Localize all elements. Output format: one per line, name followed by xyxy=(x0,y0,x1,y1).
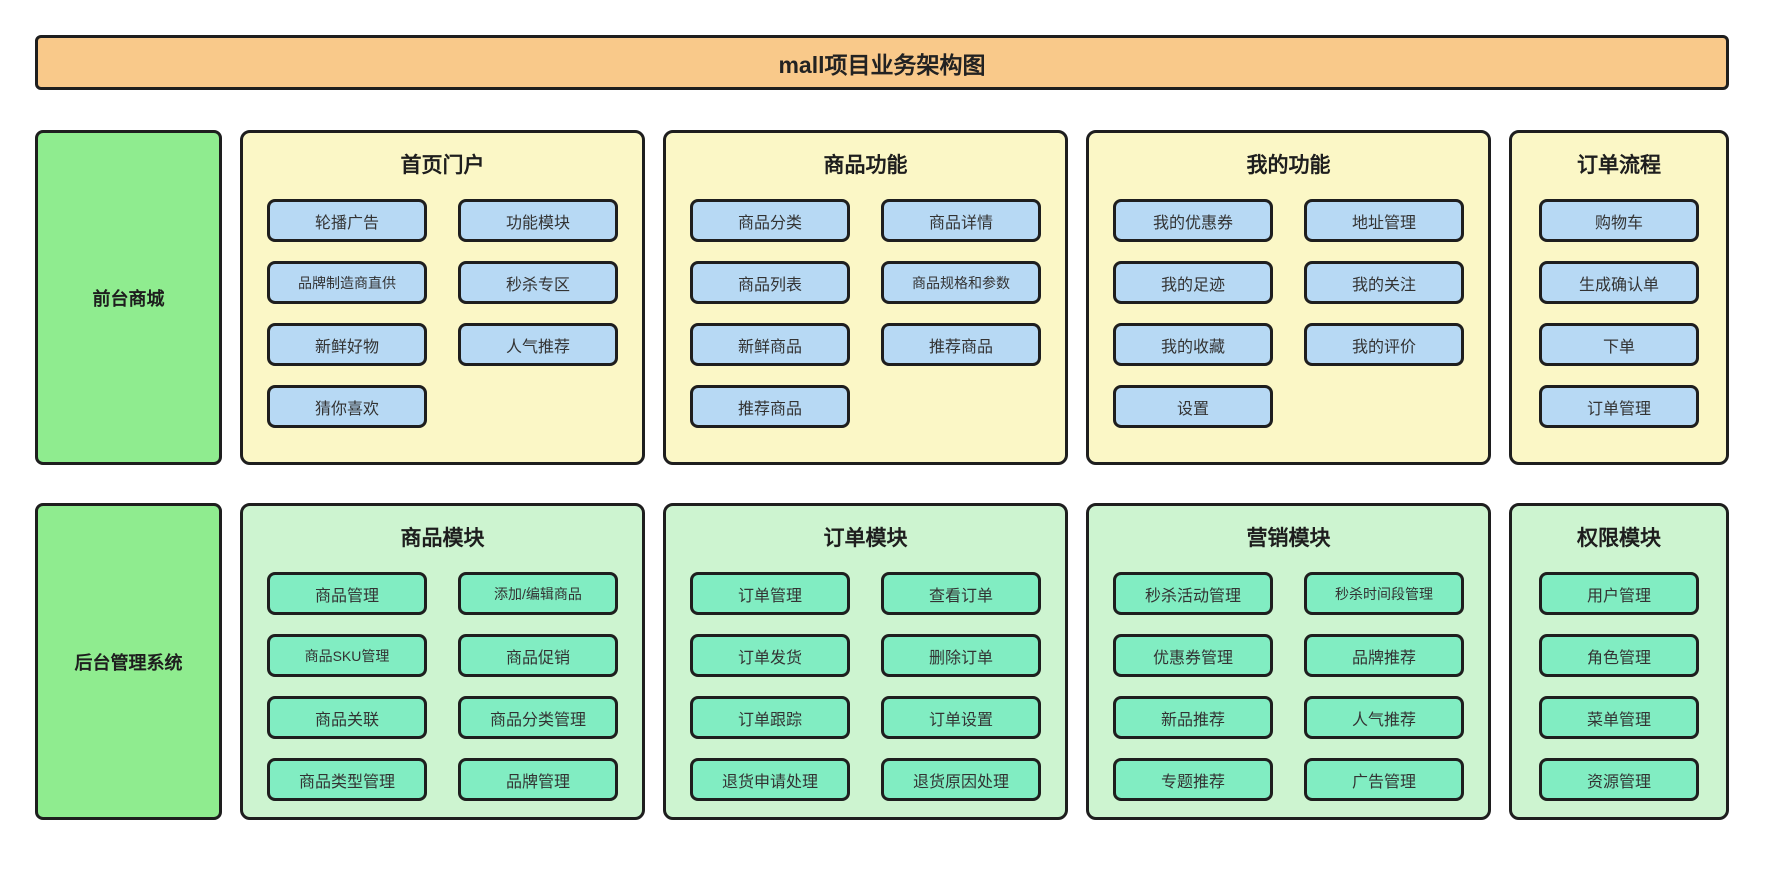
panel-title: 首页门户 xyxy=(400,154,485,177)
node-button: 删除订单 xyxy=(881,634,1041,677)
panel-node-grid: 购物车生成确认单下单订单管理 xyxy=(1512,199,1726,428)
node-button: 人气推荐 xyxy=(1304,696,1464,739)
node-button: 查看订单 xyxy=(881,572,1041,615)
node-button: 秒杀时间段管理 xyxy=(1304,572,1464,615)
node-button: 购物车 xyxy=(1539,199,1699,242)
row-label-frontend-mall: 前台商城 xyxy=(35,130,222,465)
node-button: 专题推荐 xyxy=(1113,758,1273,801)
node-button: 新鲜商品 xyxy=(690,323,850,366)
node-button: 商品详情 xyxy=(881,199,1041,242)
node-button: 订单发货 xyxy=(690,634,850,677)
panel-title: 我的功能 xyxy=(1246,154,1331,177)
row-label-text: 前台商城 xyxy=(92,288,165,309)
node-button: 角色管理 xyxy=(1539,634,1699,677)
node-button: 广告管理 xyxy=(1304,758,1464,801)
panel-node-grid: 秒杀活动管理秒杀时间段管理优惠券管理品牌推荐新品推荐人气推荐专题推荐广告管理 xyxy=(1089,572,1488,801)
panel-title: 营销模块 xyxy=(1246,527,1331,550)
node-button: 商品分类 xyxy=(690,199,850,242)
node-button: 商品类型管理 xyxy=(267,758,427,801)
node-button: 我的优惠券 xyxy=(1113,199,1273,242)
node-button: 秒杀专区 xyxy=(458,261,618,304)
node-button: 地址管理 xyxy=(1304,199,1464,242)
panel-order-flow: 订单流程购物车生成确认单下单订单管理 xyxy=(1509,130,1729,465)
node-button: 我的关注 xyxy=(1304,261,1464,304)
panel-title: 订单模块 xyxy=(823,527,908,550)
node-button: 轮播广告 xyxy=(267,199,427,242)
node-button: 推荐商品 xyxy=(881,323,1041,366)
node-button: 新鲜好物 xyxy=(267,323,427,366)
node-button: 优惠券管理 xyxy=(1113,634,1273,677)
node-button: 商品管理 xyxy=(267,572,427,615)
node-button: 设置 xyxy=(1113,385,1273,428)
node-button: 商品促销 xyxy=(458,634,618,677)
node-button: 秒杀活动管理 xyxy=(1113,572,1273,615)
node-button: 订单管理 xyxy=(1539,385,1699,428)
panel-home-portal: 首页门户轮播广告功能模块品牌制造商直供秒杀专区新鲜好物人气推荐猜你喜欢 xyxy=(240,130,645,465)
panel-title: 商品功能 xyxy=(823,154,908,177)
panel-title: 商品模块 xyxy=(400,527,485,550)
backend-row: 后台管理系统 商品模块商品管理添加/编辑商品商品SKU管理商品促销商品关联商品分… xyxy=(35,503,1729,820)
panel-title: 权限模块 xyxy=(1577,527,1661,550)
panel-title: 订单流程 xyxy=(1577,154,1661,177)
node-button: 退货原因处理 xyxy=(881,758,1041,801)
node-button: 生成确认单 xyxy=(1539,261,1699,304)
panel-node-grid: 商品分类商品详情商品列表商品规格和参数新鲜商品推荐商品推荐商品 xyxy=(666,199,1065,428)
node-button: 用户管理 xyxy=(1539,572,1699,615)
panel-node-grid: 我的优惠券地址管理我的足迹我的关注我的收藏我的评价设置 xyxy=(1089,199,1488,428)
panel-node-grid: 轮播广告功能模块品牌制造商直供秒杀专区新鲜好物人气推荐猜你喜欢 xyxy=(243,199,642,428)
node-button: 推荐商品 xyxy=(690,385,850,428)
panel-product-features: 商品功能商品分类商品详情商品列表商品规格和参数新鲜商品推荐商品推荐商品 xyxy=(663,130,1068,465)
node-button: 添加/编辑商品 xyxy=(458,572,618,615)
node-button: 商品分类管理 xyxy=(458,696,618,739)
node-button: 猜你喜欢 xyxy=(267,385,427,428)
node-button: 我的足迹 xyxy=(1113,261,1273,304)
node-button: 功能模块 xyxy=(458,199,618,242)
node-button: 品牌制造商直供 xyxy=(267,261,427,304)
node-button: 商品规格和参数 xyxy=(881,261,1041,304)
panel-product-module: 商品模块商品管理添加/编辑商品商品SKU管理商品促销商品关联商品分类管理商品类型… xyxy=(240,503,645,820)
panel-marketing-module: 营销模块秒杀活动管理秒杀时间段管理优惠券管理品牌推荐新品推荐人气推荐专题推荐广告… xyxy=(1086,503,1491,820)
node-button: 商品SKU管理 xyxy=(267,634,427,677)
node-button: 品牌推荐 xyxy=(1304,634,1464,677)
frontend-row: 前台商城 首页门户轮播广告功能模块品牌制造商直供秒杀专区新鲜好物人气推荐猜你喜欢… xyxy=(35,130,1729,465)
node-button: 人气推荐 xyxy=(458,323,618,366)
node-button: 商品关联 xyxy=(267,696,427,739)
node-button: 订单管理 xyxy=(690,572,850,615)
node-button: 商品列表 xyxy=(690,261,850,304)
node-button: 新品推荐 xyxy=(1113,696,1273,739)
panel-permission-module: 权限模块用户管理角色管理菜单管理资源管理 xyxy=(1509,503,1729,820)
node-button: 下单 xyxy=(1539,323,1699,366)
node-button: 订单跟踪 xyxy=(690,696,850,739)
panel-node-grid: 用户管理角色管理菜单管理资源管理 xyxy=(1512,572,1726,801)
diagram-title: mall项目业务架构图 xyxy=(778,51,986,78)
row-label-backend-admin: 后台管理系统 xyxy=(35,503,222,820)
panel-my-features: 我的功能我的优惠券地址管理我的足迹我的关注我的收藏我的评价设置 xyxy=(1086,130,1491,465)
panel-node-grid: 商品管理添加/编辑商品商品SKU管理商品促销商品关联商品分类管理商品类型管理品牌… xyxy=(243,572,642,801)
panel-order-module: 订单模块订单管理查看订单订单发货删除订单订单跟踪订单设置退货申请处理退货原因处理 xyxy=(663,503,1068,820)
node-button: 我的收藏 xyxy=(1113,323,1273,366)
diagram-title-bar: mall项目业务架构图 xyxy=(35,35,1729,90)
row-label-text: 后台管理系统 xyxy=(74,652,183,673)
node-button: 订单设置 xyxy=(881,696,1041,739)
node-button: 菜单管理 xyxy=(1539,696,1699,739)
node-button: 资源管理 xyxy=(1539,758,1699,801)
panel-node-grid: 订单管理查看订单订单发货删除订单订单跟踪订单设置退货申请处理退货原因处理 xyxy=(666,572,1065,801)
node-button: 退货申请处理 xyxy=(690,758,850,801)
node-button: 我的评价 xyxy=(1304,323,1464,366)
node-button: 品牌管理 xyxy=(458,758,618,801)
